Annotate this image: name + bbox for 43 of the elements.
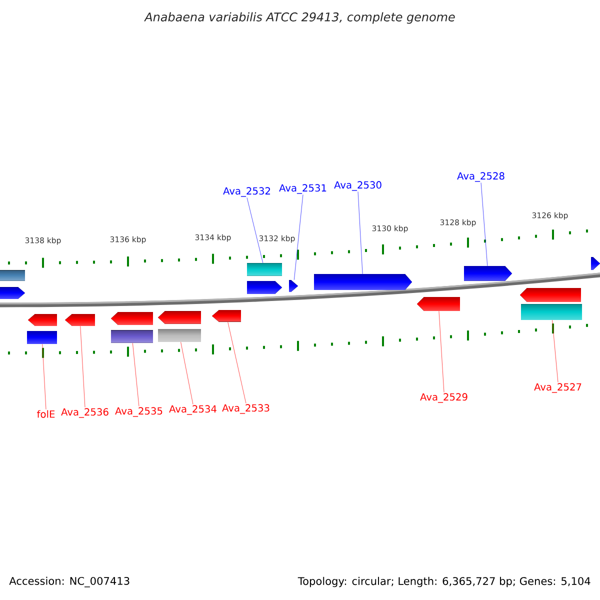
gene-box <box>0 270 25 281</box>
gene-feature <box>28 314 57 326</box>
gene-label: Ava_2529 <box>420 393 468 403</box>
leader-line <box>358 191 363 274</box>
gene-label: Ava_2533 <box>222 404 270 414</box>
leader-line <box>42 344 46 410</box>
gene-box <box>247 263 282 276</box>
leader-line <box>228 322 246 404</box>
leader-line <box>438 310 444 393</box>
gene-box <box>27 331 57 344</box>
gene-feature <box>591 257 600 270</box>
gene-label: Ava_2534 <box>169 405 216 415</box>
gene-box <box>111 330 153 343</box>
leader-line <box>246 197 264 264</box>
gene-box <box>158 329 201 342</box>
leader-line <box>80 326 86 408</box>
leader-line <box>552 320 558 383</box>
gene-label: Ava_2531 <box>279 184 326 194</box>
gene-label: Ava_2528 <box>457 172 504 182</box>
gene-label: folE <box>37 410 55 418</box>
gene-feature <box>417 297 460 311</box>
gene-label: Ava_2532 <box>223 187 270 197</box>
leader-line <box>180 342 194 405</box>
accession-text: Accession: NC_007413 <box>9 576 130 588</box>
gene-feature <box>65 314 95 326</box>
gene-feature <box>158 311 201 324</box>
gene-feature <box>289 280 298 292</box>
gene-label: Ava_2535 <box>115 407 162 417</box>
leader-line <box>294 194 304 280</box>
gene-label: Ava_2530 <box>334 181 382 191</box>
gene-feature <box>247 281 282 294</box>
gene-feature <box>111 312 153 325</box>
genome-summary-text: Topology: circular; Length: 6,365,727 bp; Genes: 5,104 <box>298 576 590 588</box>
title: Anabaena variabilis ATCC 29413, complete genome <box>144 12 455 24</box>
gene-feature <box>520 288 581 302</box>
gene-feature <box>0 287 25 299</box>
leader-line <box>480 182 488 266</box>
gene-feature <box>212 310 241 322</box>
gene-feature <box>314 274 412 290</box>
gene-feature <box>464 266 512 281</box>
gene-box <box>521 304 582 320</box>
gene-label: Ava_2527 <box>534 383 582 393</box>
gene-label: Ava_2536 <box>61 408 108 418</box>
